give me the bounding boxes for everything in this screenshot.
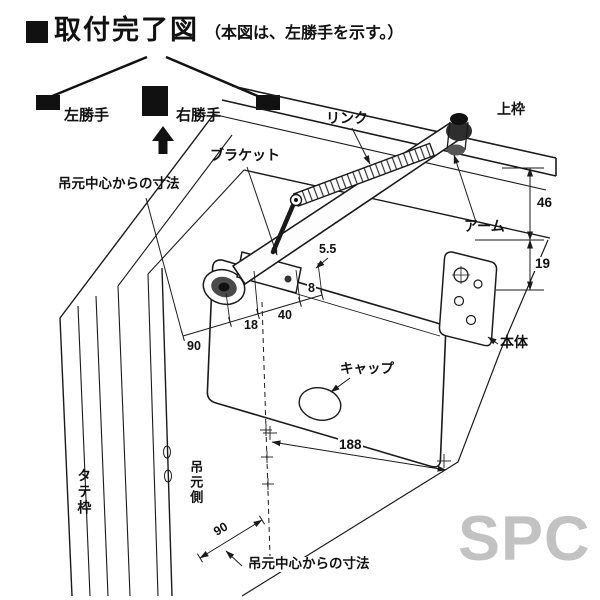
dim-46: 46 (536, 195, 554, 211)
label-dim-from-hinge-top: 吊元中心からの寸法 (58, 176, 180, 191)
dim-188: 188 (338, 437, 363, 453)
title-note: （本図は、左勝手を示す。） (205, 25, 404, 43)
door-block (142, 86, 168, 116)
shoulder-joint (446, 121, 472, 141)
left-hand-square (36, 95, 60, 110)
mounting-plate (438, 251, 498, 347)
page-title: 取付完了図 (54, 15, 199, 45)
label-dim-from-hinge-bottom: 吊元中心からの寸法 (246, 556, 372, 572)
label-top-frame: 上枠 (497, 101, 525, 117)
label-left-hand: 左勝手 (64, 107, 110, 124)
dim-18: 18 (243, 318, 259, 333)
right-hand-square (256, 95, 280, 110)
dim-19: 19 (534, 256, 552, 272)
label-vertical-frame: タテ枠 (76, 468, 93, 516)
hand-legend-graphic (36, 55, 280, 154)
dimension-lines (145, 167, 544, 563)
spc-watermark: SPC (458, 504, 591, 574)
dim-8: 8 (307, 281, 316, 296)
up-arrow-icon (152, 126, 174, 154)
label-bracket: ブラケット (210, 147, 280, 163)
dim-40: 40 (277, 308, 293, 323)
dim-90-left: 90 (186, 339, 202, 354)
title-row: 取付完了図 （本図は、左勝手を示す。） (26, 15, 404, 46)
cap-hole (298, 387, 342, 421)
label-cap: キャップ (340, 361, 394, 376)
marks (163, 301, 451, 557)
label-arm: アーム (464, 218, 505, 234)
label-body: 本体 (500, 334, 528, 350)
leader-lines (225, 127, 499, 567)
frame-and-door-lines (59, 85, 557, 597)
label-link: リンク (326, 110, 368, 126)
arm-and-link (231, 113, 472, 286)
dim-5-5: 5.5 (318, 242, 338, 257)
label-right-hand: 右勝手 (176, 107, 222, 124)
label-hinge-side: 吊元側 (188, 460, 204, 505)
title-bullet-square (26, 20, 48, 43)
closer-body-plate (202, 251, 447, 468)
